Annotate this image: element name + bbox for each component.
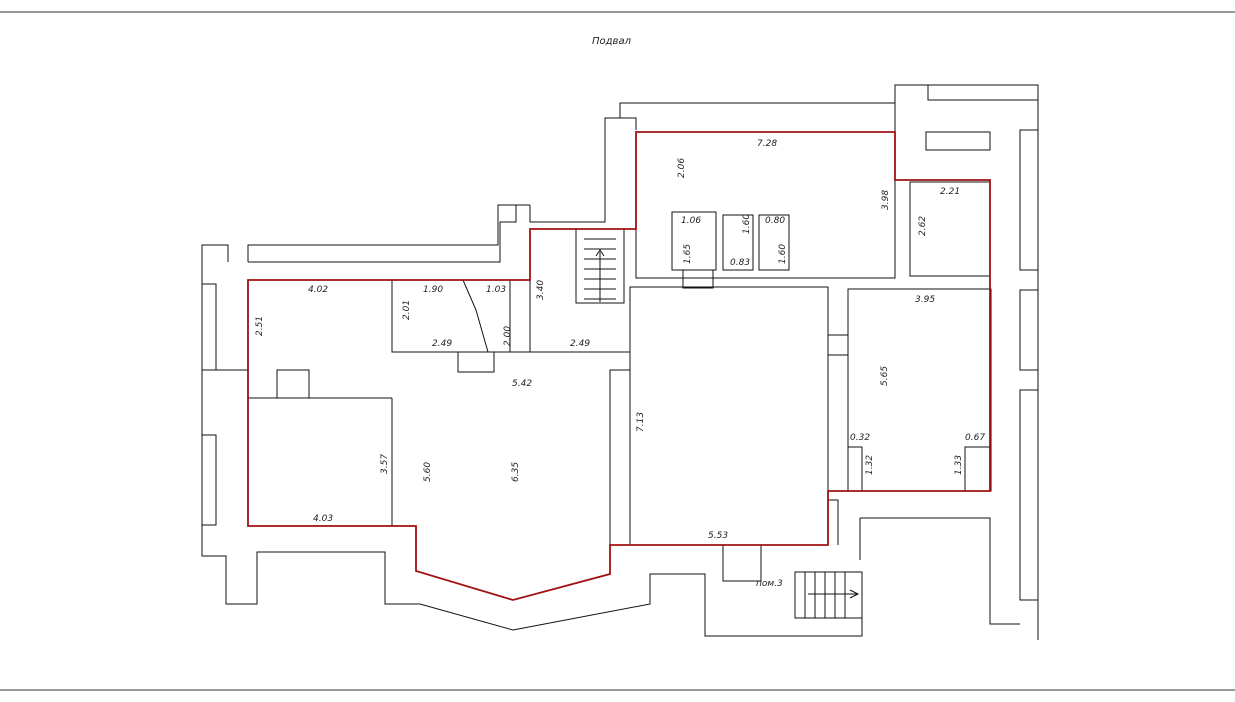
dim-label: 5.60 xyxy=(423,462,433,482)
dim-label: 0.83 xyxy=(730,258,750,268)
dim-label: 0.32 xyxy=(850,433,870,443)
dim-label: 5.42 xyxy=(512,379,532,389)
dim-label: 2.49 xyxy=(570,339,590,349)
dim-label: 1.90 xyxy=(423,285,443,295)
dim-label: 1.33 xyxy=(954,455,964,475)
dim-label: 2.01 xyxy=(402,300,412,320)
dimension-labels: 7.28 2.06 3.98 2.21 2.62 1.06 1.60 0.80 … xyxy=(255,139,985,589)
dim-label: 1.60 xyxy=(742,214,752,234)
dim-label: 7.28 xyxy=(757,139,777,149)
dim-label: 3.95 xyxy=(915,295,935,305)
dim-label: 0.67 xyxy=(965,433,985,443)
dim-label: 3.57 xyxy=(380,454,390,474)
dim-label: 2.21 xyxy=(940,187,960,197)
dim-label: 6.35 xyxy=(511,462,521,482)
dim-label: 1.32 xyxy=(865,455,875,475)
dim-label: 1.65 xyxy=(683,244,693,264)
dim-label: 2.06 xyxy=(677,158,687,178)
dim-label: 4.02 xyxy=(308,285,328,295)
dim-label: 3.98 xyxy=(881,190,891,210)
interior-walls xyxy=(391,131,992,619)
dim-label: 5.53 xyxy=(708,531,728,541)
dim-label: 1.60 xyxy=(778,244,788,264)
dim-label: 5.65 xyxy=(880,366,890,386)
room-label: пом.3 xyxy=(756,579,783,589)
highlighted-premises-outline xyxy=(247,131,991,601)
dim-label: 2.62 xyxy=(918,216,928,236)
dim-label: 2.49 xyxy=(432,339,452,349)
dim-label: 1.03 xyxy=(486,285,506,295)
dim-label: 4.03 xyxy=(313,514,333,524)
dim-label: 0.80 xyxy=(765,216,785,226)
dim-label: 2.00 xyxy=(503,326,513,346)
dim-label: 3.40 xyxy=(536,280,546,300)
wall-lines xyxy=(201,84,1039,640)
plan-title: Подвал xyxy=(592,36,632,47)
dim-label: 1.06 xyxy=(681,216,701,226)
dim-label: 2.51 xyxy=(255,316,265,336)
dim-label: 7.13 xyxy=(636,412,646,432)
